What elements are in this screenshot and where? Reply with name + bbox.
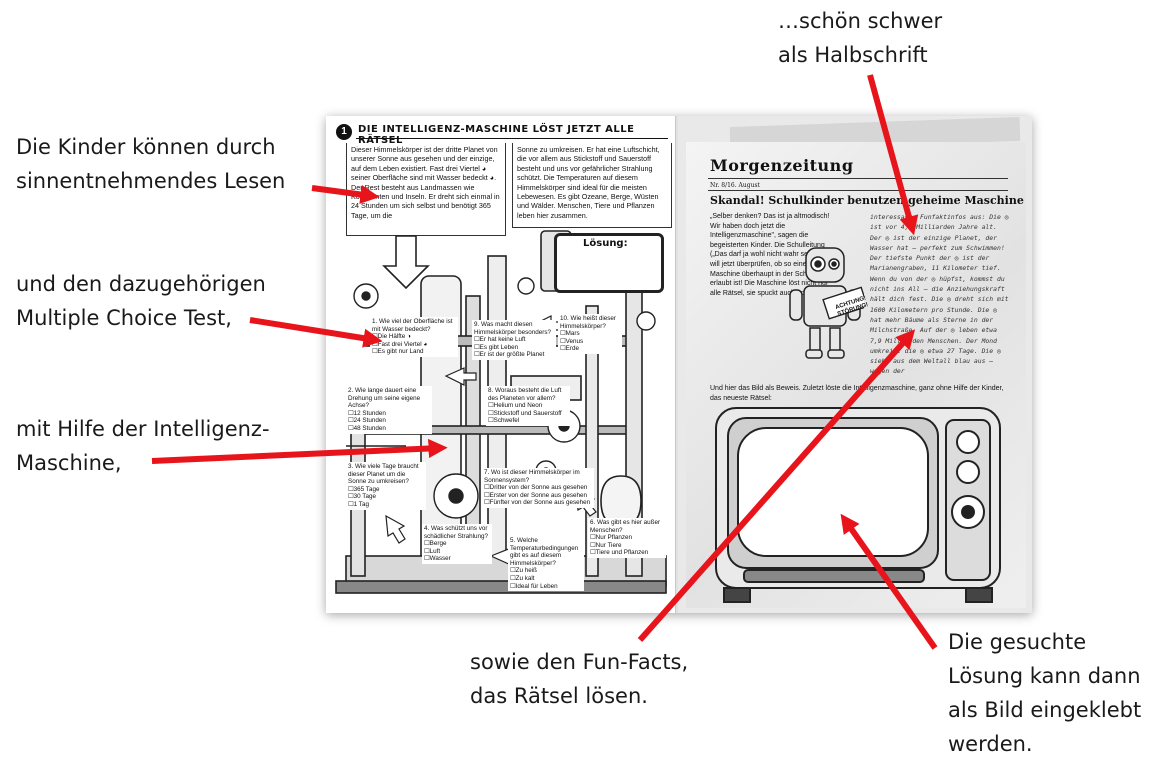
annotation-test: und den dazugehörigen Multiple Choice Te…: [16, 272, 266, 330]
annotation-read: Die Kinder können durch sinnentnehmendes…: [16, 135, 286, 193]
question-box: 4. Was schützt uns vor schädlicher Strah…: [422, 524, 492, 564]
answer-option[interactable]: Es gibt nur Land: [372, 348, 456, 356]
answer-option[interactable]: 1 Tag: [348, 501, 424, 509]
answer-option[interactable]: Ideal für Leben: [510, 583, 582, 591]
reading-text-left: Dieser Himmelskörper ist der dritte Plan…: [346, 143, 506, 236]
question-box: 3. Wie viele Tage braucht dieser Planet …: [346, 462, 426, 510]
reading-text-right: Sonne zu umkreisen. Er hat eine Luftschi…: [512, 143, 672, 228]
answer-option[interactable]: 365 Tage: [348, 486, 424, 494]
proof-caption: Und hier das Bild als Beweis. Zuletzt lö…: [710, 385, 1004, 402]
annotation-funfacts: sowie den Fun-Facts, das Rätsel lösen.: [470, 650, 689, 708]
question-text: 9. Was macht diesen Himmelskörper besond…: [474, 321, 551, 336]
annotation-solution: Die gesuchte Lösung kann dann als Bild e…: [948, 630, 1142, 756]
question-box: 8. Woraus besteht die Luft des Planeten …: [486, 386, 570, 426]
newspaper-headline: Skandal! Schulkinder benutzen geheime Ma…: [710, 194, 1024, 207]
title-rule: [356, 138, 668, 139]
answer-option[interactable]: Erster von der Sonne aus gesehen: [484, 492, 592, 500]
question-text: 3. Wie viele Tage braucht dieser Planet …: [348, 463, 419, 486]
answer-option[interactable]: 48 Stunden: [348, 425, 430, 433]
answer-option[interactable]: Stickstoff und Sauerstoff: [488, 410, 568, 418]
answer-option[interactable]: Es gibt Leben: [474, 344, 554, 352]
answer-option[interactable]: Dritter von der Sonne aus gesehen: [484, 484, 592, 492]
workbook-spread: 1 Die Intelligenz-Maschine löst jetzt al…: [326, 116, 1032, 613]
question-text: 4. Was schützt uns vor schädlicher Strah…: [424, 525, 489, 540]
answer-option[interactable]: Luft: [424, 548, 490, 556]
page-title: Die Intelligenz-Maschine löst jetzt alle…: [358, 124, 635, 146]
article-column-funfacts: interessante Funfaktinfos aus: Die ◎ ist…: [870, 213, 1009, 376]
article-column-left: „Selber denken? Das ist ja altmodisch! W…: [710, 213, 830, 297]
answer-option[interactable]: Mars: [560, 330, 620, 338]
answer-option[interactable]: Venus: [560, 338, 620, 346]
answer-option[interactable]: Nur Tiere: [590, 542, 664, 550]
answer-option[interactable]: 12 Stunden: [348, 410, 430, 418]
question-box: 9. Was macht diesen Himmelskörper besond…: [472, 320, 556, 360]
solution-screen: Lösung:: [554, 233, 664, 293]
answer-option[interactable]: Berge: [424, 540, 490, 548]
question-box: 2. Wie lange dauert eine Drehung um sein…: [346, 386, 432, 434]
answer-option[interactable]: Nur Pflanzen: [590, 534, 664, 542]
question-box: 7. Wo ist dieser Himmelskörper im Sonnen…: [482, 468, 594, 508]
answer-option[interactable]: 30 Tage: [348, 493, 424, 501]
answer-option[interactable]: Er ist der größte Planet: [474, 351, 554, 359]
answer-option[interactable]: Zu kalt: [510, 575, 582, 583]
answer-option[interactable]: Erde: [560, 345, 620, 353]
question-text: 10. Wie heißt dieser Himmelskörper?: [560, 315, 616, 330]
solution-picture-area: [737, 427, 929, 557]
annotation-machine: mit Hilfe der Intelligenz- Maschine,: [16, 417, 270, 475]
question-text: 2. Wie lange dauert eine Drehung um sein…: [348, 387, 421, 410]
left-page: 1 Die Intelligenz-Maschine löst jetzt al…: [326, 116, 676, 613]
solution-label: Lösung:: [583, 238, 628, 249]
answer-option[interactable]: Fünfter von der Sonne aus gesehen: [484, 499, 592, 507]
issue-line: Nr. 8/16. August: [710, 182, 760, 189]
question-text: 5. Welche Temperaturbedingungen gibt es …: [510, 537, 579, 567]
answer-option[interactable]: Helium und Neon: [488, 402, 568, 410]
question-box: 5. Welche Temperaturbedingungen gibt es …: [508, 536, 584, 592]
question-box: 6. Was gibt es hier außer Menschen? Nur …: [588, 518, 666, 558]
answer-option[interactable]: Zu heiß: [510, 567, 582, 575]
question-text: 6. Was gibt es hier außer Menschen?: [590, 519, 661, 534]
question-text: 7. Wo ist dieser Himmelskörper im Sonnen…: [484, 469, 580, 484]
right-page: Morgenzeitung Nr. 8/16. August Skandal! …: [678, 116, 1032, 613]
answer-option[interactable]: Schwefel: [488, 417, 568, 425]
answer-option[interactable]: 24 Stunden: [348, 417, 430, 425]
answer-option[interactable]: Wasser: [424, 555, 490, 563]
answer-option[interactable]: Die Hälfte ◑: [372, 333, 456, 341]
issue-rule: [708, 190, 1008, 191]
page-number-badge: 1: [336, 124, 352, 140]
answer-option[interactable]: Fast drei Viertel ◕: [372, 341, 456, 349]
tv-frame-illustration: [715, 407, 1001, 603]
question-box: 10. Wie heißt dieser Himmelskörper? Mars…: [558, 314, 622, 354]
question-box: 1. Wie viel der Oberfläche ist mit Wasse…: [370, 317, 458, 357]
newspaper-masthead: Morgenzeitung: [710, 156, 854, 175]
answer-option[interactable]: Tiere und Pflanzen: [590, 549, 664, 557]
question-text: 8. Woraus besteht die Luft des Planeten …: [488, 387, 562, 402]
masthead-rule: [708, 178, 1008, 179]
question-text: 1. Wie viel der Oberfläche ist mit Wasse…: [372, 318, 453, 333]
answer-option[interactable]: Er hat keine Luft: [474, 336, 554, 344]
annotation-halbschrift: …schön schwer als Halbschrift: [778, 9, 943, 67]
